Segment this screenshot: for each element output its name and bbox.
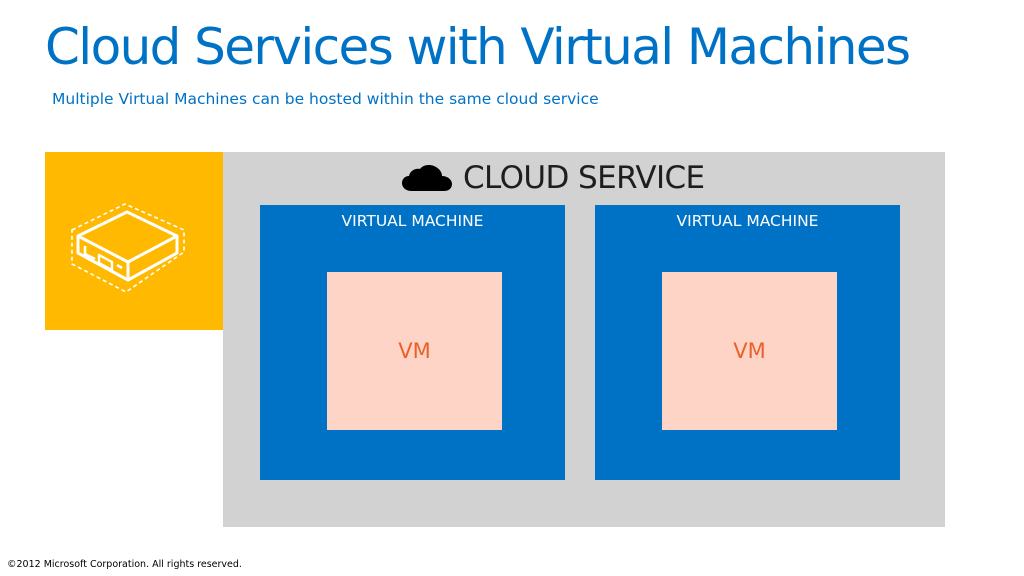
virtual-machine-box-2: VIRTUAL MACHINE VM — [595, 205, 900, 480]
cloud-icon — [402, 165, 452, 191]
vm-instance-label-1: VM — [398, 339, 431, 363]
vm-instance-2: VM — [662, 272, 837, 430]
slide-title: Cloud Services with Virtual Machines — [45, 18, 911, 76]
cloud-service-header: CLOUD SERVICE — [401, 158, 705, 198]
slide-subtitle: Multiple Virtual Machines can be hosted … — [52, 90, 599, 108]
cloud-service-container: CLOUD SERVICE VIRTUAL MACHINE VM VIRTUAL… — [223, 152, 945, 527]
virtual-machine-label-1: VIRTUAL MACHINE — [341, 212, 484, 230]
server-tile — [45, 152, 223, 330]
vm-instance-1: VM — [327, 272, 502, 430]
vm-instance-label-2: VM — [733, 339, 766, 363]
virtual-machine-label-2: VIRTUAL MACHINE — [676, 212, 819, 230]
server-icon — [71, 203, 185, 293]
cloud-service-label: CLOUD SERVICE — [463, 160, 705, 196]
copyright-footer: ©2012 Microsoft Corporation. All rights … — [7, 559, 242, 570]
virtual-machine-box-1: VIRTUAL MACHINE VM — [260, 205, 565, 480]
